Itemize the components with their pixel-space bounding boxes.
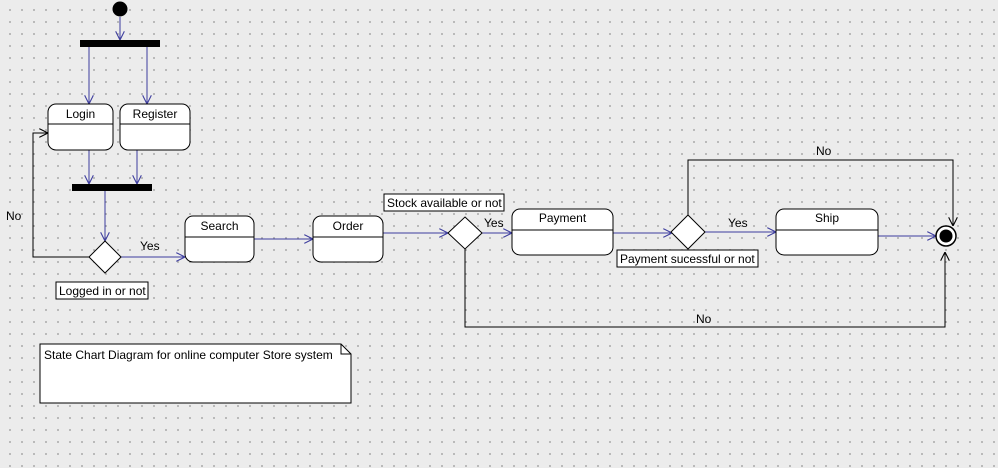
decision-logged-in-label: Logged in or not — [55, 281, 149, 300]
decision-payment-label: Payment sucessful or not — [616, 249, 759, 268]
state-payment-label: Payment — [539, 211, 587, 225]
state-login[interactable]: Login — [47, 103, 114, 151]
transition-not-logged-in-to-login — [32, 133, 89, 258]
transition-payment-no-to-final — [687, 159, 953, 226]
final-node — [935, 225, 957, 247]
diagram-note: State Chart Diagram for online computer … — [39, 343, 352, 404]
decision-logged-in[interactable] — [88, 240, 122, 274]
state-ship[interactable]: Ship — [775, 208, 879, 256]
decision-stock-label: Stock available or not — [383, 193, 505, 212]
state-search[interactable]: Search — [184, 215, 255, 263]
state-login-label: Login — [66, 107, 95, 121]
guard-payment-yes: Yes — [728, 216, 748, 230]
guard-logged-in-yes: Yes — [140, 239, 160, 253]
guard-stock-no: No — [696, 312, 712, 326]
transitions — [32, 17, 953, 328]
join-bar — [72, 184, 152, 191]
decision-stock[interactable] — [447, 216, 483, 250]
state-order[interactable]: Order — [312, 215, 384, 263]
guard-logged-in-no: No — [6, 209, 22, 223]
transition-stock-no-to-final — [464, 248, 945, 328]
state-order-label: Order — [333, 219, 364, 233]
svg-text:Payment sucessful or not: Payment sucessful or not — [620, 252, 755, 266]
decision-payment[interactable] — [670, 214, 706, 250]
svg-text:Stock available or not: Stock available or not — [387, 196, 502, 210]
state-register-label: Register — [133, 107, 178, 121]
guard-payment-no: No — [816, 144, 832, 158]
guard-stock-yes: Yes — [484, 216, 504, 230]
state-register[interactable]: Register — [119, 103, 191, 151]
state-search-label: Search — [200, 219, 238, 233]
svg-text:Logged in or not: Logged in or not — [59, 284, 146, 298]
initial-node — [112, 1, 128, 17]
state-ship-label: Ship — [815, 211, 839, 225]
state-payment[interactable]: Payment — [511, 208, 614, 256]
fork-bar — [80, 40, 160, 47]
diagram-note-text: State Chart Diagram for online computer … — [44, 348, 333, 362]
